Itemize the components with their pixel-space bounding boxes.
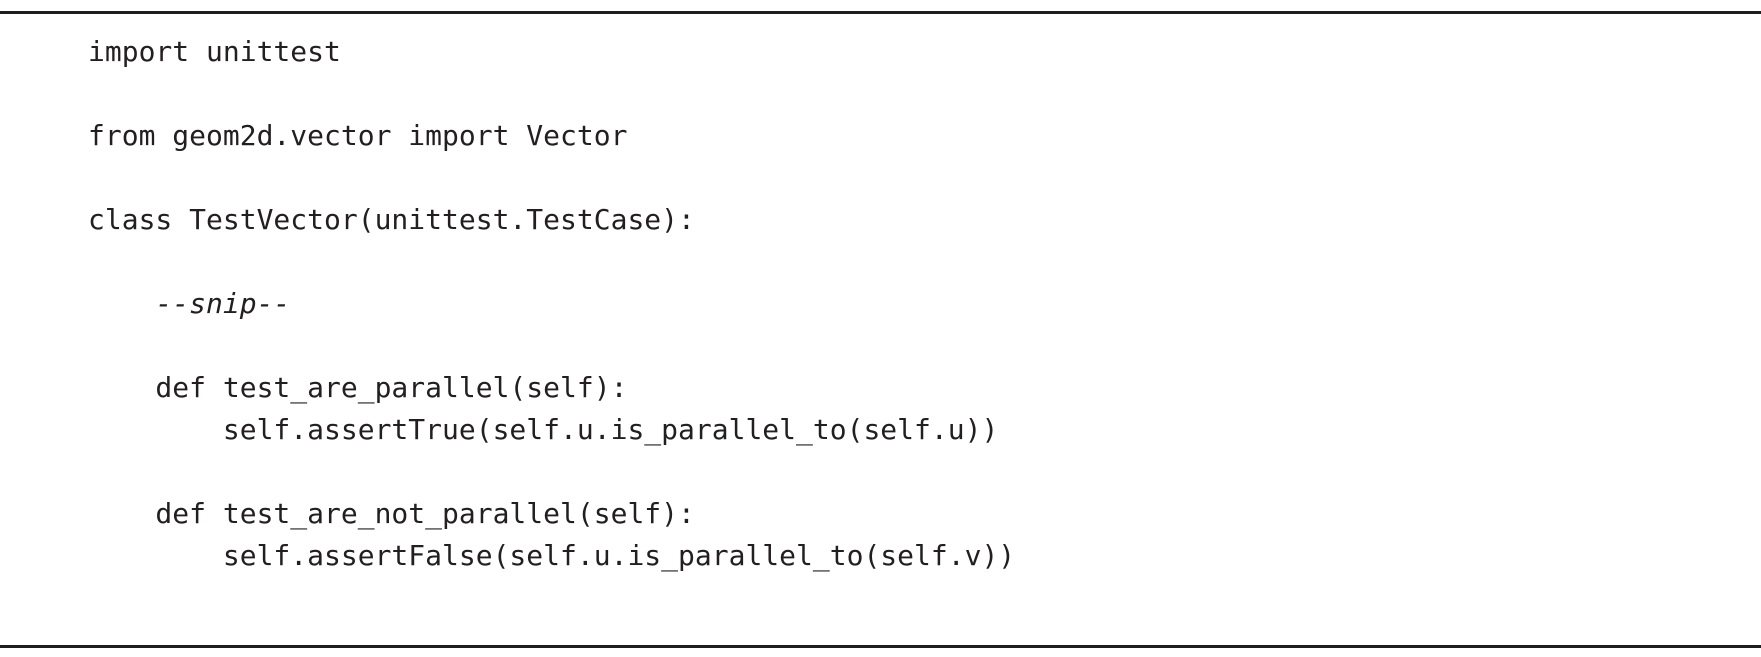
code-listing: import unittest from geom2d.vector impor… xyxy=(0,14,1761,577)
code-line xyxy=(88,241,1751,283)
code-listing-frame: import unittest from geom2d.vector impor… xyxy=(0,11,1761,648)
code-line: class TestVector(unittest.TestCase): xyxy=(88,203,695,236)
code-line: self.assertFalse(self.u.is_parallel_to(s… xyxy=(88,539,1016,572)
code-line: from geom2d.vector import Vector xyxy=(88,119,628,152)
code-line: def test_are_parallel(self): xyxy=(88,371,628,404)
code-line: self.assertTrue(self.u.is_parallel_to(se… xyxy=(88,413,999,446)
code-line-snip: --snip-- xyxy=(88,287,291,320)
code-line: def test_are_not_parallel(self): xyxy=(88,497,695,530)
code-line xyxy=(88,157,1751,199)
code-line xyxy=(88,73,1751,115)
code-line: import unittest xyxy=(88,35,341,68)
code-line xyxy=(88,451,1751,493)
code-line xyxy=(88,325,1751,367)
